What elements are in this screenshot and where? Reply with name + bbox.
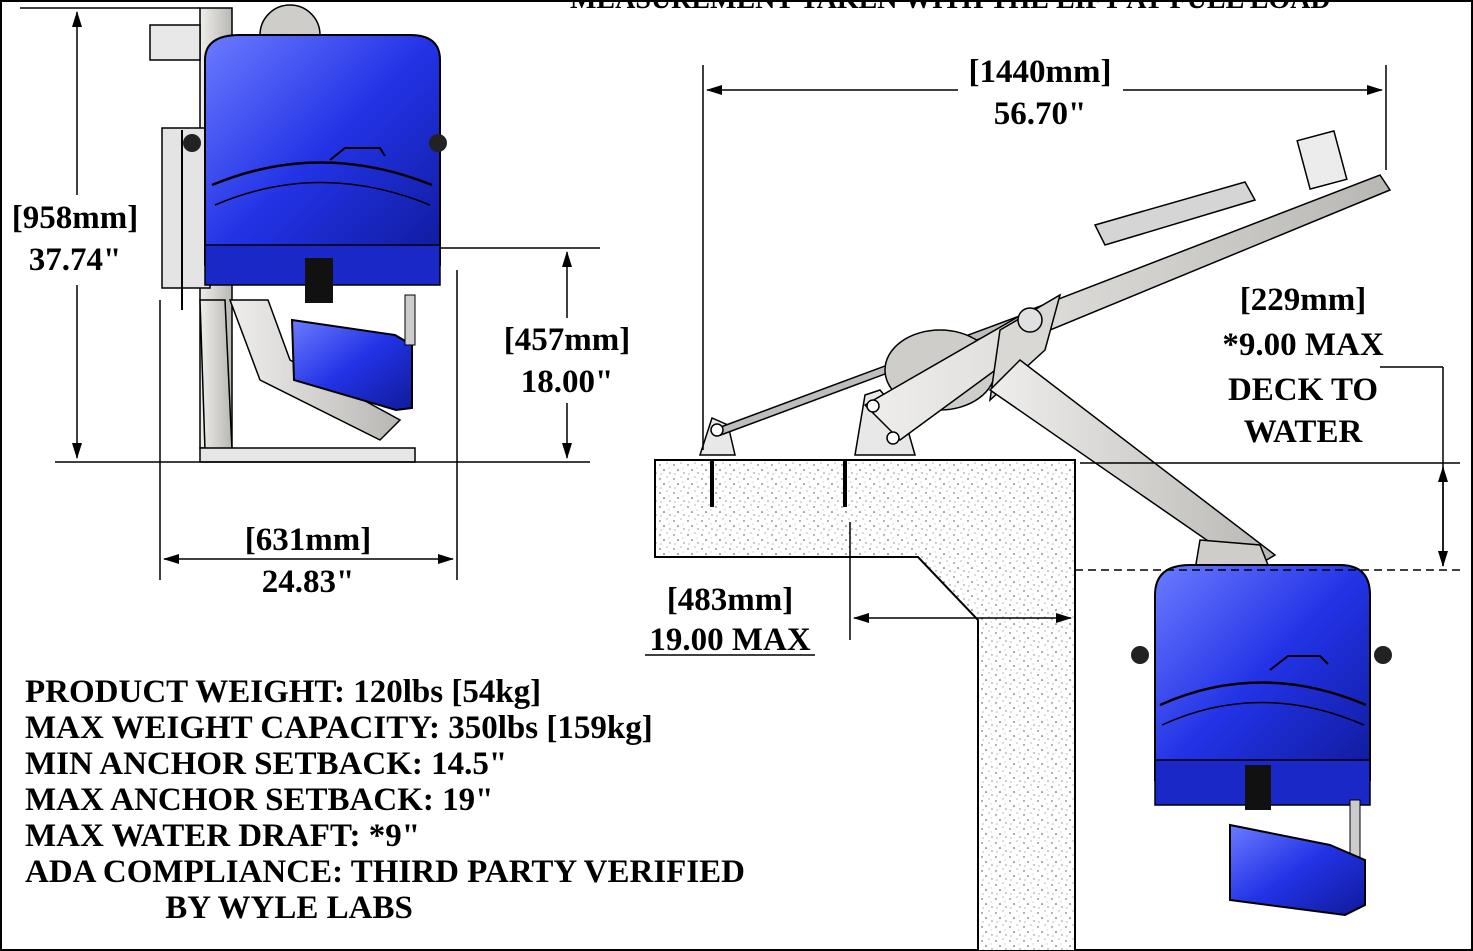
front-width-in: 24.83": [262, 564, 355, 600]
spec-max-setback: MAX ANCHOR SETBACK: 19": [25, 782, 494, 818]
setback-mm: [483mm]: [667, 582, 793, 618]
side-length-mm: [1440mm]: [969, 54, 1112, 90]
seat-height-in: 18.00": [521, 364, 614, 400]
side-length-in: 56.70": [994, 96, 1087, 132]
spec-ada-compliance: ADA COMPLIANCE: THIRD PARTY VERIFIED: [25, 854, 746, 890]
pool-deck-concrete: [654, 459, 1076, 951]
front-view-lift: [149, 4, 447, 463]
spec-max-capacity: MAX WEIGHT CAPACITY: 350lbs [159kg]: [25, 710, 653, 746]
height-label-bg: [5, 195, 145, 285]
front-height-mm: [958mm]: [12, 200, 138, 236]
draft-max: *9.00 MAX: [1222, 327, 1383, 363]
spec-min-setback: MIN ANCHOR SETBACK: 14.5": [25, 746, 508, 782]
spec-product-weight: PRODUCT WEIGHT: 120lbs [54kg]: [25, 674, 542, 710]
draft-water: WATER: [1244, 414, 1364, 450]
seat-height-label-bg: [500, 318, 635, 403]
length-label-bg: [958, 58, 1123, 158]
front-width-mm: [631mm]: [245, 522, 371, 558]
draft-mm: [229mm]: [1240, 282, 1366, 318]
side-view-lift: [698, 130, 1392, 917]
side-dimensions: [645, 65, 1460, 656]
front-height-in: 37.74": [29, 242, 122, 278]
setback-max: 19.00 MAX: [649, 622, 810, 658]
spec-max-draft: MAX WATER DRAFT: *9": [25, 818, 421, 854]
draft-deck-to: DECK TO: [1228, 372, 1378, 408]
header-note: MEASUREMENT TAKEN WITH THE LIFT AT FULL …: [570, 0, 1331, 15]
spec-ada-compliance-cont: BY WYLE LABS: [25, 890, 413, 926]
seat-height-mm: [457mm]: [504, 322, 630, 358]
